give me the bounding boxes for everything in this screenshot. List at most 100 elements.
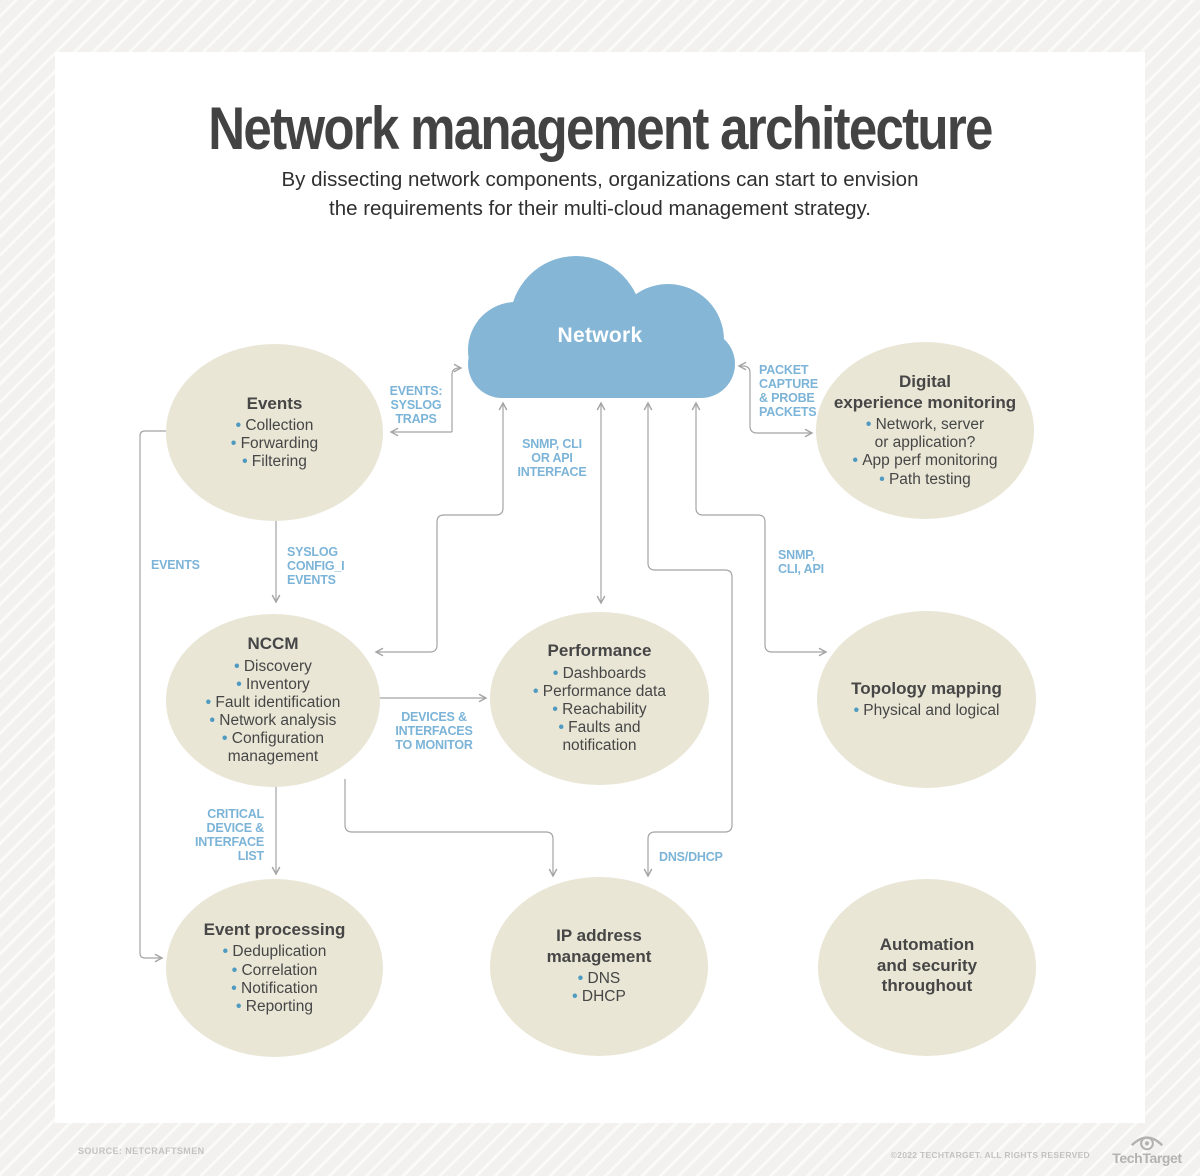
node-item: Discovery (234, 658, 312, 676)
node-item: Deduplication (223, 943, 327, 961)
node-item-text: DNS (587, 970, 621, 988)
node-topology-mapping: Topology mapping Physical and logical (817, 611, 1036, 788)
node-item: Fault identification (206, 694, 341, 712)
node-item: Correlation (232, 962, 318, 980)
bullet-icon (231, 435, 241, 452)
page-title: Network management architecture (208, 95, 993, 162)
node-item-text: Inventory (245, 675, 310, 693)
bullet-icon (852, 452, 862, 469)
bullet-icon (866, 416, 876, 433)
node-item: DNS (578, 970, 620, 988)
node-item: Path testing (879, 471, 971, 489)
node-item: Faults and notification (558, 719, 640, 755)
edge-label-events: EVENTS (151, 558, 200, 572)
bullet-icon (558, 719, 568, 736)
node-item: Configuration management (222, 730, 324, 766)
edge-label-snmp-cli-or-api-interface: SNMP, CLI OR API INTERFACE (517, 437, 587, 479)
node-performance: Performance Dashboards Performance data … (490, 612, 709, 785)
node-item-text: Reporting (245, 997, 313, 1015)
cloud-label: Network (557, 324, 643, 347)
node-item-text: Faults and notification (562, 719, 641, 755)
node-item: Notification (231, 980, 317, 998)
node-item: Filtering (242, 453, 307, 471)
node-item: Physical and logical (854, 702, 1000, 720)
node-item-text: Configuration management (227, 730, 324, 766)
edge-label-events-syslog-traps: EVENTS: SYSLOG TRAPS (389, 384, 443, 426)
node-title: Digital experience monitoring (833, 372, 1017, 412)
node-item-text: Network, server or application? (874, 416, 985, 452)
node-item-text: Physical and logical (863, 702, 1000, 720)
node-item-text: Fault identification (215, 694, 341, 712)
node-automation-security: Automation and security throughout (818, 879, 1036, 1056)
connector-cloud-digital-experience (737, 361, 814, 438)
node-item: Inventory (236, 676, 310, 694)
node-item: Network analysis (210, 712, 337, 730)
node-item: Performance data (533, 683, 666, 701)
page-subtitle: By dissecting network components, organi… (281, 168, 919, 220)
bullet-icon (572, 988, 582, 1005)
bullet-icon (236, 417, 246, 434)
node-title: NCCM (247, 634, 299, 654)
edge-label-dns-dhcp: DNS/DHCP (659, 850, 723, 864)
node-title: IP address management (546, 926, 652, 966)
node-item-text: Notification (241, 979, 318, 997)
eye-icon (1130, 1136, 1164, 1151)
bullet-icon (210, 712, 220, 729)
techtarget-wordmark: TechTarget (1112, 1150, 1182, 1166)
bullet-icon (231, 980, 241, 997)
node-item: Dashboards (553, 665, 646, 683)
node-title: Performance (547, 641, 652, 661)
bullet-icon (236, 676, 246, 693)
node-title: Topology mapping (851, 678, 1002, 698)
bullet-icon (578, 970, 588, 987)
connector-nccm-to-ipam (344, 779, 558, 878)
bullet-icon (232, 962, 242, 979)
connector-cloud-ipam (643, 401, 733, 878)
footer-source: SOURCE: NETCRAFTSMEN (78, 1146, 205, 1156)
node-item-text: Network analysis (219, 712, 337, 730)
node-item: DHCP (572, 988, 626, 1006)
bullet-icon (879, 471, 889, 488)
bullet-icon (206, 694, 216, 711)
edge-label-devices-interfaces-to-monitor: DEVICES & INTERFACES TO MONITOR (395, 710, 473, 752)
node-title: Events (246, 393, 303, 413)
node-item-text: Path testing (888, 470, 971, 488)
node-title: Automation and security throughout (876, 935, 978, 996)
node-item-text: DHCP (581, 988, 626, 1006)
bullet-icon (234, 658, 244, 675)
node-item: Reporting (236, 998, 313, 1016)
techtarget-logo: TechTarget (1102, 1130, 1192, 1166)
node-item-text: Deduplication (232, 943, 327, 961)
node-item: Collection (236, 417, 314, 435)
edge-label-syslog-config-events: SYSLOG CONFIG_I EVENTS (287, 545, 345, 587)
node-item: Network, server or application? (866, 416, 984, 452)
node-title: Event processing (203, 920, 346, 940)
edge-label-packet-capture: PACKET CAPTURE & PROBE PACKETS (759, 363, 819, 419)
node-item: Forwarding (231, 435, 318, 453)
node-event-processing: Event processing Deduplication Correlati… (166, 879, 383, 1057)
node-ip-address-management: IP address management DNS DHCP (490, 877, 708, 1056)
connector-events-to-cloud (451, 363, 463, 432)
node-item-text: Reachability (562, 701, 647, 719)
connector-events-to-event-processing (139, 430, 166, 963)
node-item-text: App perf monitoring (862, 452, 998, 470)
node-item-text: Collection (245, 417, 314, 434)
node-item: Reachability (552, 701, 646, 719)
bullet-icon (553, 665, 563, 682)
footer-copyright: ©2022 TECHTARGET. ALL RIGHTS RESERVED (890, 1150, 1090, 1160)
node-item-text: Forwarding (240, 435, 319, 453)
bullet-icon (242, 453, 252, 470)
node-events: Events Collection Forwarding Filtering (166, 344, 383, 521)
node-item-text: Dashboards (562, 664, 647, 682)
bullet-icon (222, 730, 232, 747)
bullet-icon (236, 998, 246, 1015)
node-item-text: Discovery (243, 657, 312, 675)
connector-cloud-nccm (374, 401, 508, 657)
edge-label-snmp-cli-api: SNMP, CLI, API (778, 548, 824, 576)
bullet-icon (854, 702, 864, 719)
edge-label-critical-device-interface-list: CRITICAL DEVICE & INTERFACE LIST (194, 807, 264, 863)
bullet-icon (552, 701, 562, 718)
node-item-text: Performance data (542, 683, 666, 700)
bullet-icon (533, 683, 543, 700)
